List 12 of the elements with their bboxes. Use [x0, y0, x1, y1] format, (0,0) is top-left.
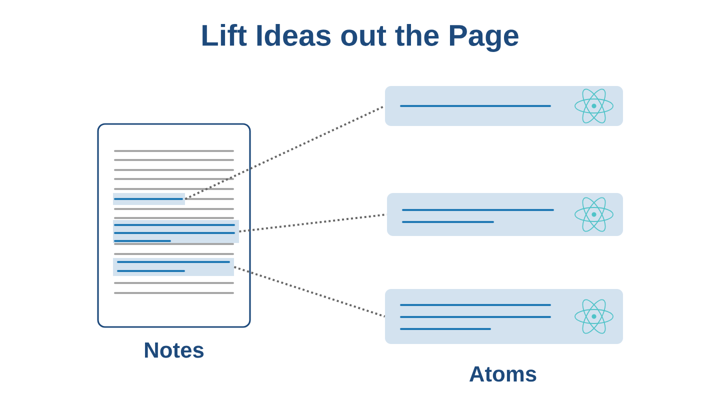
highlight-bar: [113, 258, 234, 276]
atom-card: [385, 289, 623, 344]
dotted-connector: [234, 266, 386, 318]
highlight-bar: [113, 193, 185, 205]
title: Lift Ideas out the Page: [202, 24, 518, 52]
caption-label: Atoms: [469, 366, 536, 382]
node-label: Notes: [145, 342, 204, 358]
atom-card: [385, 86, 623, 126]
highlight-bar: [113, 220, 239, 243]
atom-card: [387, 193, 623, 236]
dotted-connector: [184, 105, 386, 200]
dotted-connector: [239, 214, 387, 232]
